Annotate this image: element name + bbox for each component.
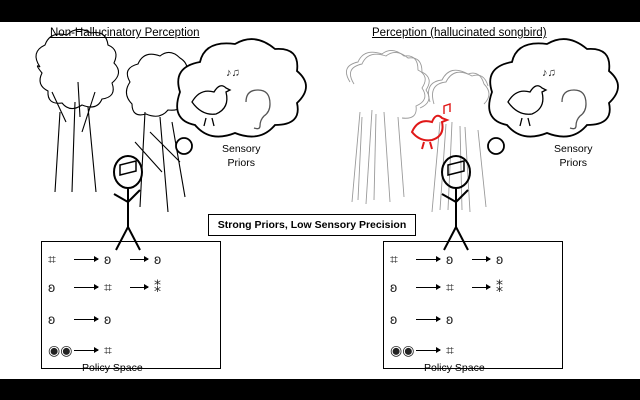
left-stick-figure (113, 155, 143, 251)
eyes-icon: ◉◉ (48, 342, 73, 358)
ear-icon: ʚ (48, 279, 56, 295)
left-music-notes-icon: ♪♫ (226, 67, 240, 79)
left-heading: Non-Hallucinatory Perception (50, 27, 200, 39)
left-bubble-small (175, 137, 193, 155)
footprints-icon: ⁑ (496, 279, 503, 295)
policy-arrow (130, 284, 149, 290)
left-tree-crown (35, 28, 120, 110)
policy-arrow (472, 284, 491, 290)
left-trees (35, 28, 190, 213)
policy-arrow (130, 256, 149, 262)
ear-icon: ʚ (48, 311, 56, 327)
eyes-icon: ◉◉ (390, 342, 415, 358)
policy-arrow (74, 316, 99, 322)
ear-icon: ʚ (104, 311, 112, 327)
policy-arrow (416, 316, 441, 322)
binoculars-icon: ⌗ (104, 342, 112, 358)
left-priors-line2: Priors (227, 157, 255, 169)
left-cloud (176, 38, 307, 138)
binoculars-icon: ⌗ (446, 342, 454, 358)
illustration-layer (35, 28, 619, 251)
binoculars-icon: ⌗ (104, 279, 112, 295)
right-tree-trunks (134, 111, 186, 213)
binoculars-icon: ⌗ (446, 279, 454, 295)
left-tree-trunks (51, 81, 97, 193)
binoculars-icon: ⌗ (48, 251, 56, 267)
left-sensory-priors-label: Sensory Priors (222, 142, 261, 170)
ear-icon: ʚ (446, 251, 454, 267)
policy-arrow (472, 256, 491, 262)
right-policy-caption: Policy Space (424, 362, 485, 374)
ear-icon: ʚ (390, 311, 398, 327)
left-bird-icon (191, 85, 232, 127)
right-bird-icon (507, 85, 548, 127)
footprints-icon: ⁑ (154, 279, 161, 295)
left-cloud-ear-icon (245, 89, 271, 130)
policy-arrow (74, 284, 99, 290)
right-cloud (488, 38, 619, 138)
right-bubble-small (487, 137, 505, 155)
policy-arrow (74, 347, 99, 353)
right-priors-line2: Priors (559, 157, 587, 169)
right-sensory-priors-label: Sensory Priors (554, 142, 593, 170)
slide: ♪♫ ♪♫ Non-Hallucinatory Perception Perce… (0, 22, 640, 379)
left-priors-line1: Sensory (222, 143, 261, 155)
hallucinated-bird-icon (410, 103, 451, 150)
ear-icon: ʚ (446, 311, 454, 327)
binoculars-icon: ⌗ (390, 251, 398, 267)
right-priors-line1: Sensory (554, 143, 593, 155)
right-stick-figure (441, 155, 471, 251)
policy-arrow (416, 284, 441, 290)
center-label: Strong Priors, Low Sensory Precision (217, 219, 407, 231)
left-thought-bubble (175, 38, 307, 155)
policy-arrow (416, 256, 441, 262)
center-label-box: Strong Priors, Low Sensory Precision (208, 214, 416, 236)
left-policy-caption: Policy Space (82, 362, 143, 374)
right-music-notes-icon: ♪♫ (542, 67, 556, 79)
policy-arrow (416, 347, 441, 353)
right-heading: Perception (hallucinated songbird) (372, 27, 547, 39)
right-cloud-ear-icon (561, 89, 587, 130)
ear-icon: ʚ (496, 251, 504, 267)
ear-icon: ʚ (104, 251, 112, 267)
ear-icon: ʚ (154, 251, 162, 267)
ear-icon: ʚ (390, 279, 398, 295)
right-hazy-trees (345, 50, 490, 213)
policy-arrow (74, 256, 99, 262)
right-thought-bubble (487, 38, 619, 155)
